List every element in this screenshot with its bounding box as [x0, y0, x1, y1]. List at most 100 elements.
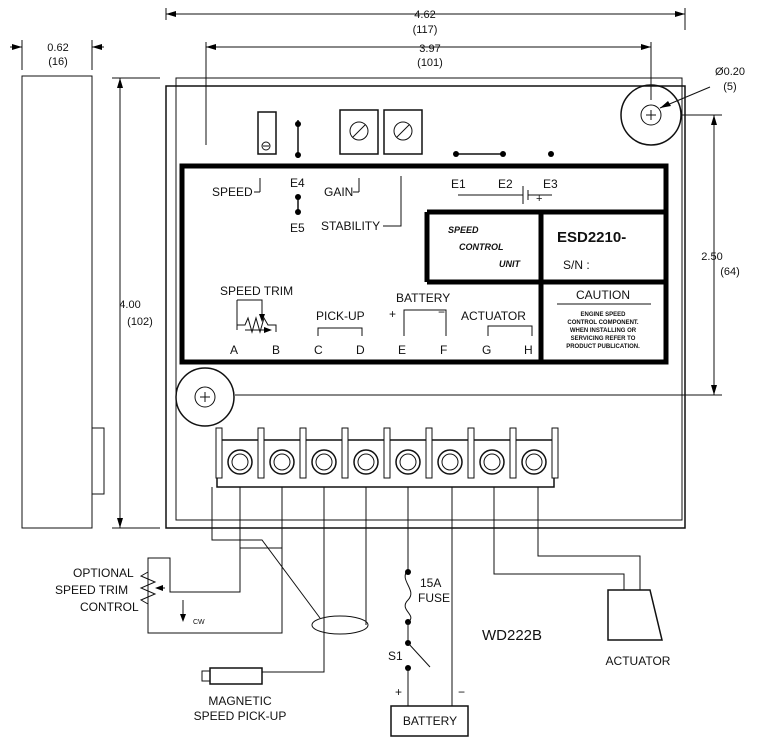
hole-dia-value: Ø0.20 — [715, 66, 745, 78]
terminal-label-b: B — [272, 343, 280, 357]
dimension-hole-spacing-horizontal: 3.97 (101) — [205, 42, 652, 145]
terminal-divider — [257, 427, 265, 479]
model-number: ESD2210- — [557, 229, 626, 246]
depth-value: 0.62 — [47, 42, 68, 54]
optional-line1: OPTIONAL — [73, 566, 134, 580]
optional-speed-trim-pot — [139, 565, 186, 622]
battery-panel-minus: − — [438, 305, 445, 319]
terminal-divider — [509, 427, 517, 479]
terminal-divider — [551, 427, 559, 479]
caution-line-5: PRODUCT PUBLICATION. — [566, 344, 640, 350]
fuse-line2: FUSE — [418, 591, 450, 605]
terminal-divider — [341, 427, 349, 479]
caution-line-3: WHEN INSTALLING OR — [570, 328, 637, 334]
terminal-screw-inner — [525, 453, 543, 471]
battery-label: BATTERY — [403, 714, 457, 728]
width-overall-mm: (117) — [413, 24, 438, 36]
height-mm: (102) — [127, 316, 153, 328]
terminal-screw-inner — [315, 453, 333, 471]
hole-spacing-v-mm: (64) — [720, 266, 740, 278]
dimension-height: 4.00 (102) — [112, 77, 160, 529]
depth-mm: (16) — [48, 56, 68, 68]
switch-s1 — [407, 642, 431, 668]
serial-label: S/N : — [563, 258, 590, 272]
mounting-hole-bottom-left — [175, 367, 235, 427]
speed-label: SPEED — [212, 185, 253, 199]
front-label-panel: SPEED E4 E5 GAIN STABILITY E1 E2 E3 + SP… — [179, 163, 669, 365]
caution-line-4: SERVICING REFER TO — [571, 336, 636, 342]
terminal-divider — [467, 427, 475, 479]
terminal-screw-inner — [441, 453, 459, 471]
caution-line-1: ENGINE SPEED — [580, 312, 626, 318]
speed-trim-label: SPEED TRIM — [220, 284, 293, 298]
terminal-screw-inner — [273, 453, 291, 471]
jumper-e1-e2 — [453, 151, 554, 157]
speed-trim-symbol — [236, 299, 277, 334]
e3-label: E3 — [543, 177, 558, 191]
gain-label: GAIN — [324, 185, 353, 199]
terminal-screw-inner — [357, 453, 375, 471]
terminal-screw-inner — [231, 453, 249, 471]
stability-potentiometer — [383, 109, 423, 155]
unit-label-line2: CONTROL — [459, 242, 504, 252]
terminal-label-a: A — [230, 343, 238, 357]
mag-pickup-line1: MAGNETIC — [208, 694, 272, 708]
hole-spacing-h-value: 3.97 — [419, 43, 440, 55]
optional-line2: SPEED TRIM — [55, 583, 128, 597]
height-value: 4.00 — [119, 299, 140, 311]
drawing-number: WD222B — [482, 627, 542, 644]
s1-label: S1 — [388, 649, 403, 663]
fuse-symbol — [404, 569, 412, 623]
mag-pickup-line2: SPEED PICK-UP — [194, 709, 287, 723]
unit-label-line3: UNIT — [499, 259, 521, 269]
hole-dia-mm: (5) — [723, 81, 736, 93]
dimension-hole-spacing-vertical: 2.50 (64) — [235, 114, 740, 396]
optional-line3: CONTROL — [80, 600, 139, 614]
e2-label: E2 — [498, 177, 513, 191]
actuator-symbol — [607, 589, 663, 641]
hole-spacing-h-mm: (101) — [417, 57, 443, 69]
dimension-width-overall: 4.62 (117) — [165, 8, 686, 36]
terminal-screw-inner — [399, 453, 417, 471]
cw-label: CW — [193, 619, 205, 626]
capacitor-plus: + — [536, 193, 542, 205]
terminal-strip — [215, 427, 559, 488]
terminal-label-f: F — [440, 343, 447, 357]
battery-box — [390, 705, 469, 737]
battery-minus: − — [458, 685, 465, 699]
e5-label: E5 — [290, 221, 305, 235]
jumper-e4-e5 — [295, 120, 301, 215]
dimension-depth: 0.62 (16) — [10, 40, 104, 70]
speed-potentiometer — [257, 111, 277, 155]
width-overall-value: 4.62 — [414, 9, 435, 21]
terminal-label-d: D — [356, 343, 365, 357]
control-unit-body — [165, 77, 686, 529]
unit-label-line1: SPEED — [448, 225, 479, 235]
caution-title: CAUTION — [576, 288, 630, 302]
battery-panel-label: BATTERY — [396, 291, 450, 305]
caution-line-2: CONTROL COMPONENT. — [567, 320, 639, 326]
actuator-label: ACTUATOR — [606, 654, 671, 668]
actuator-panel-label: ACTUATOR — [461, 309, 526, 323]
mounting-hole-top-right: Ø0.20 (5) — [620, 66, 745, 146]
terminal-divider — [215, 427, 223, 479]
magnetic-pickup — [201, 667, 263, 685]
terminal-label-c: C — [314, 343, 323, 357]
battery-plus: + — [395, 685, 402, 699]
gain-potentiometer — [339, 109, 379, 155]
terminal-divider — [425, 427, 433, 479]
side-view — [21, 75, 105, 529]
terminal-label-g: G — [482, 343, 491, 357]
terminal-divider — [383, 427, 391, 479]
terminal-divider — [299, 427, 307, 479]
pickup-label: PICK-UP — [316, 309, 365, 323]
terminal-label-h: H — [524, 343, 533, 357]
e1-label: E1 — [451, 177, 466, 191]
shield-ellipse — [311, 615, 369, 635]
fuse-line1: 15A — [420, 576, 441, 590]
external-wiring: OPTIONAL SPEED TRIM CONTROL CW MAGNETIC … — [55, 487, 671, 737]
terminal-label-e: E — [398, 343, 406, 357]
terminal-screw-inner — [483, 453, 501, 471]
stability-label: STABILITY — [321, 219, 380, 233]
